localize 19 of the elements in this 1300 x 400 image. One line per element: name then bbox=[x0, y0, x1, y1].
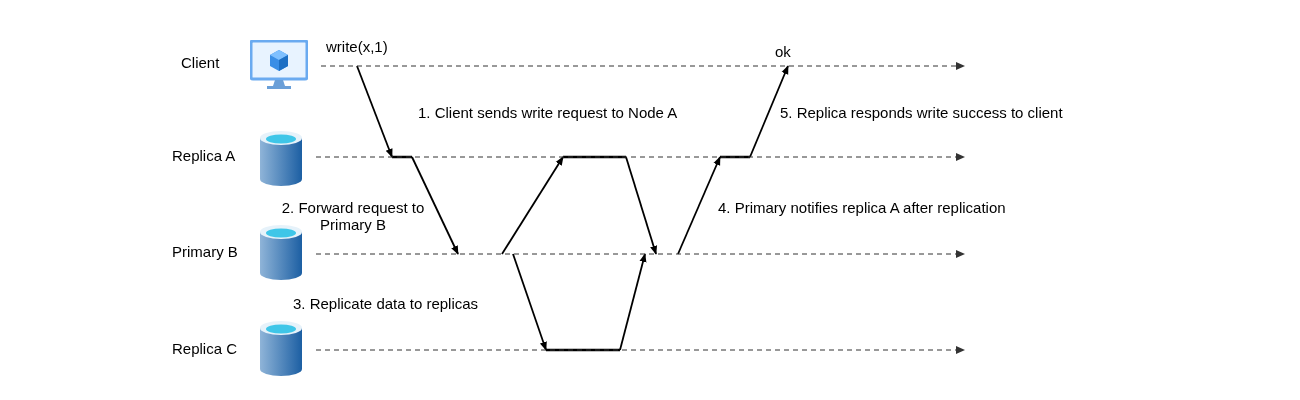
participant-label: Client bbox=[181, 54, 220, 71]
message-arrow bbox=[356, 65, 393, 158]
message-arrow bbox=[625, 156, 658, 255]
message-label: write(x,1) bbox=[326, 38, 388, 55]
participant-label: Replica A bbox=[172, 147, 236, 164]
message-arrow bbox=[677, 156, 721, 255]
step-note: 2. Forward request to Primary B bbox=[280, 199, 426, 233]
step-note: 3. Replicate data to replicas bbox=[293, 295, 479, 312]
step-note: 1. Client sends write request to Node A bbox=[418, 104, 678, 121]
step-note: 5. Replica responds write success to client bbox=[780, 104, 1063, 121]
message-arrow bbox=[512, 253, 547, 351]
participant-label: Replica C bbox=[172, 340, 238, 357]
message-label: ok bbox=[775, 43, 791, 60]
message-arrow bbox=[619, 253, 647, 351]
message-arrow bbox=[749, 65, 789, 158]
message-arrow bbox=[411, 156, 459, 255]
message-arrow bbox=[501, 156, 564, 255]
step-note: 4. Primary notifies replica A after replication bbox=[718, 199, 1006, 216]
participant-label: Primary B bbox=[172, 243, 238, 260]
